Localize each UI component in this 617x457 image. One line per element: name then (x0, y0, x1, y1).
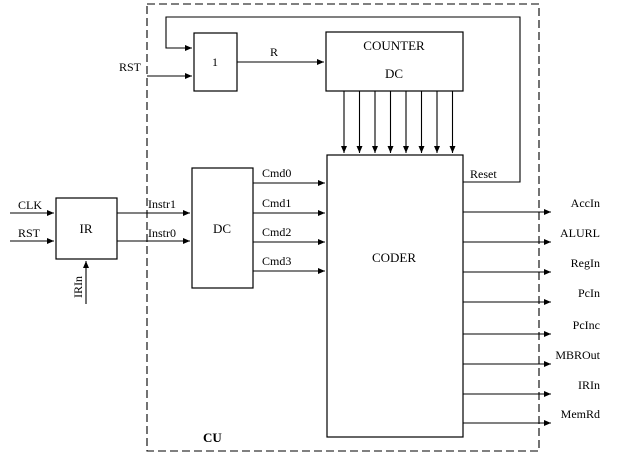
r-label: R (270, 45, 278, 59)
coder-block (326, 154, 464, 438)
coder-label: CODER (372, 250, 416, 265)
ir-label: IR (80, 221, 93, 236)
cu-boundary (146, 3, 540, 452)
cu-label: CU (203, 430, 222, 445)
output-label: PcIn (578, 286, 600, 300)
reset-feedback-wire (165, 16, 521, 183)
counter-sub: DC (385, 66, 403, 81)
cmd3-label: Cmd3 (262, 254, 291, 268)
output-label: IRIn (578, 378, 600, 392)
output-label: RegIn (571, 256, 600, 270)
ir-block (55, 197, 118, 260)
output-label: AccIn (571, 196, 600, 210)
rst-top-label: RST (119, 60, 142, 74)
cmd-lines: Cmd0 Cmd1 Cmd2 Cmd3 (253, 166, 325, 274)
counter-block (325, 31, 464, 92)
or-gate-label: 1 (212, 55, 218, 69)
instr0-label: Instr0 (148, 226, 176, 240)
instr1-label: Instr1 (148, 197, 176, 211)
dc-block (191, 167, 254, 289)
dc-label: DC (213, 221, 231, 236)
cmd0-label: Cmd0 (262, 166, 291, 180)
or-gate-block (193, 32, 238, 92)
rst-ir-label: RST (18, 226, 41, 240)
output-label: MBROut (555, 348, 600, 362)
output-label: MemRd (561, 407, 600, 421)
irin-input-label: IRIn (71, 276, 85, 298)
output-label: ALURL (560, 226, 600, 240)
clk-label: CLK (18, 198, 42, 212)
cmd2-label: Cmd2 (262, 225, 291, 239)
output-label: PcInc (573, 318, 600, 332)
reset-label: Reset (470, 167, 497, 181)
counter-coder-bus (341, 91, 456, 153)
cmd1-label: Cmd1 (262, 196, 291, 210)
counter-title: COUNTER (363, 38, 425, 53)
